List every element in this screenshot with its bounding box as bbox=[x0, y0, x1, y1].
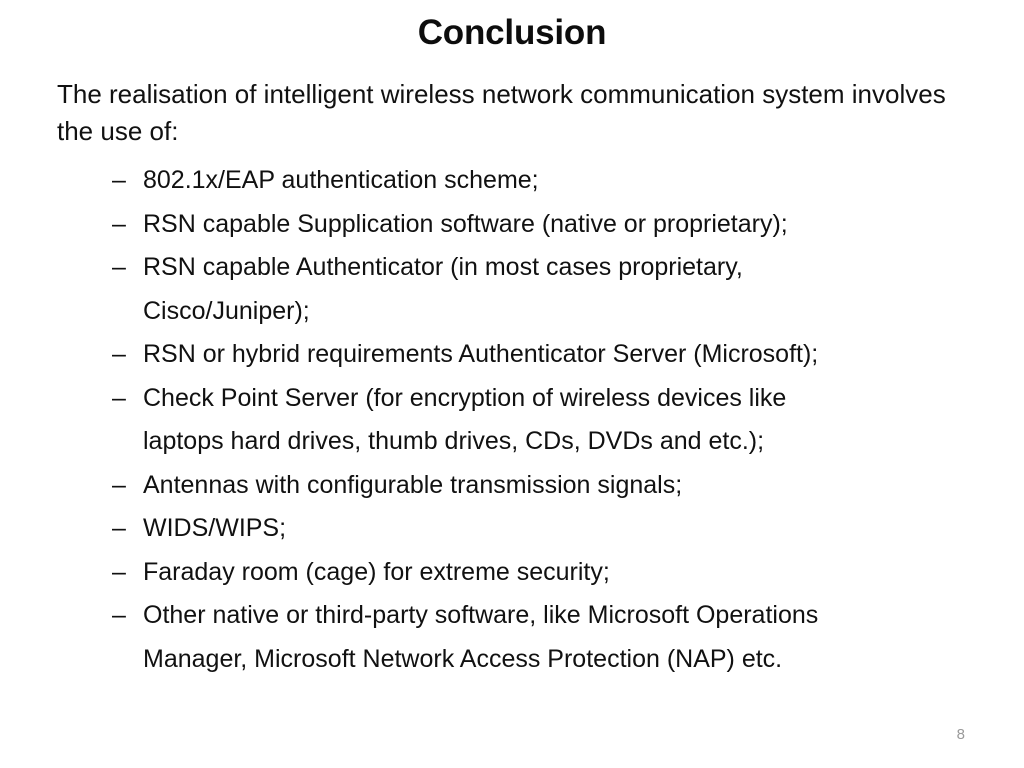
dash-marker-icon: – bbox=[112, 557, 126, 586]
dash-marker-icon: – bbox=[112, 253, 126, 281]
dash-marker-icon: – bbox=[112, 601, 126, 629]
list-item: – WIDS/WIPS; bbox=[57, 507, 861, 551]
list-item-label: Antennas with configurable transmission … bbox=[143, 470, 683, 499]
bullet-list: – 802.1x/EAP authentication scheme; – RS… bbox=[57, 159, 947, 681]
list-item: – Faraday room (cage) for extreme securi… bbox=[57, 551, 861, 595]
list-item-label: Other native or third-party software, li… bbox=[143, 601, 819, 673]
list-item-label: Check Point Server (for encryption of wi… bbox=[143, 383, 787, 456]
list-item-label: RSN capable Authenticator (in most cases… bbox=[143, 253, 743, 325]
list-item: – Antennas with configurable transmissio… bbox=[57, 464, 861, 508]
list-item-label: 802.1x/EAP authentication scheme; bbox=[143, 166, 539, 194]
dash-marker-icon: – bbox=[112, 340, 126, 368]
slide-title: Conclusion bbox=[417, 13, 607, 52]
intro-paragraph: The realisation of intelligent wireless … bbox=[57, 79, 946, 146]
list-item-label: Faraday room (cage) for extreme security… bbox=[143, 557, 610, 586]
list-item: – RSN capable Authenticator (in most cas… bbox=[57, 246, 861, 333]
list-item: – RSN or hybrid requirements Authenticat… bbox=[57, 333, 861, 377]
dash-marker-icon: – bbox=[112, 470, 126, 499]
list-item-label: RSN or hybrid requirements Authenticator… bbox=[143, 340, 819, 368]
page-number: 8 bbox=[956, 726, 965, 743]
list-item: – RSN capable Supplication software (nat… bbox=[57, 203, 861, 247]
list-item: – 802.1x/EAP authentication scheme; bbox=[57, 159, 861, 203]
list-item: – Other native or third-party software, … bbox=[57, 594, 861, 681]
dash-marker-icon: – bbox=[112, 514, 126, 542]
dash-marker-icon: – bbox=[112, 209, 126, 238]
list-item: – Check Point Server (for encryption of … bbox=[57, 377, 861, 464]
list-item-label: RSN capable Supplication software (nativ… bbox=[143, 209, 788, 238]
slide-body: The realisation of intelligent wireless … bbox=[57, 76, 947, 681]
dash-marker-icon: – bbox=[112, 383, 126, 412]
dash-marker-icon: – bbox=[112, 166, 126, 194]
list-item-label: WIDS/WIPS; bbox=[143, 514, 287, 542]
